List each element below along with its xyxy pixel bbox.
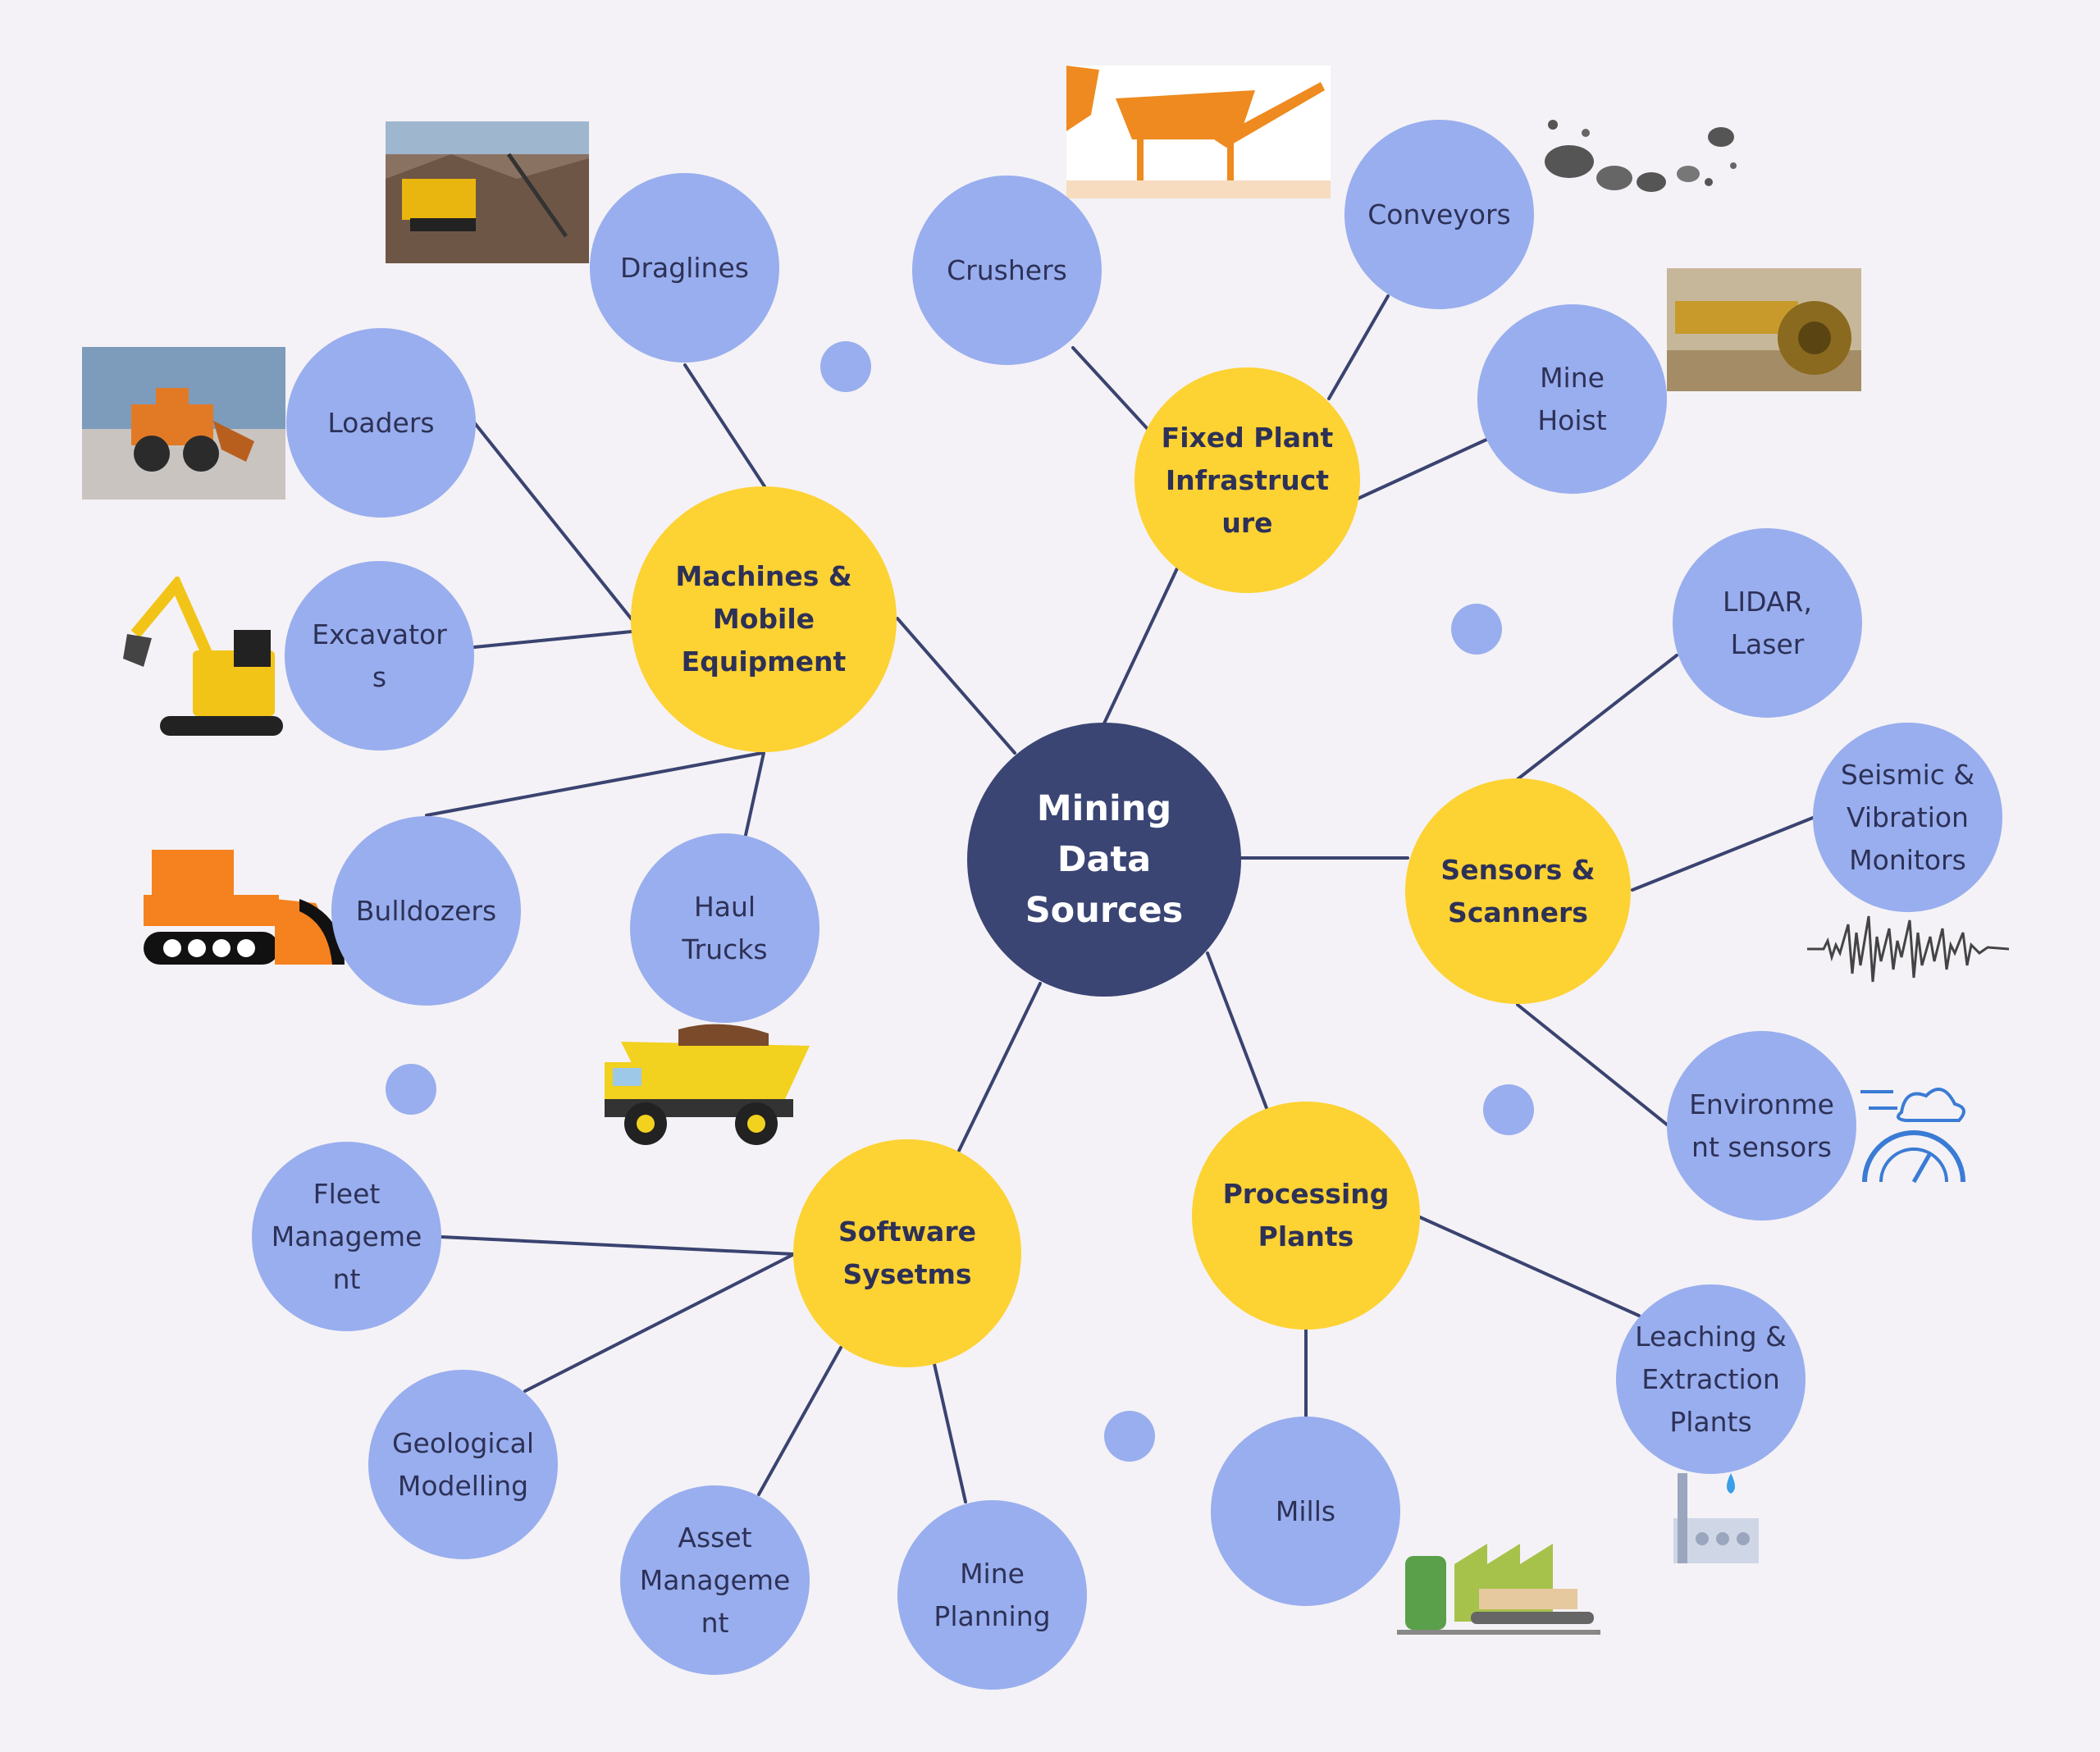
edge-center-machines [896, 617, 1016, 755]
leaf-node-crushers: Crushers [912, 176, 1102, 365]
edge-software-mine-planning [933, 1362, 967, 1503]
category-label: Sensors & Scanners [1440, 853, 1596, 928]
edge-sensors-lidar [1516, 654, 1678, 781]
category-node-sensors: Sensors & Scanners [1405, 778, 1631, 1004]
leaf-label: Seismic & Vibration Monitors [1840, 758, 1975, 876]
leaf-label: Excavator s [312, 618, 447, 693]
bucket-wheel-photo [1667, 268, 1861, 391]
crusher-photo [1066, 66, 1331, 198]
edge-processing-leaching [1418, 1216, 1641, 1317]
leaf-node-environment: Environme nt sensors [1667, 1031, 1856, 1220]
leaf-node-mine-planning: Mine Planning [897, 1500, 1087, 1690]
edge-center-fixed-plant [1102, 567, 1179, 727]
category-label: Fixed Plant Infrastruct ure [1161, 421, 1334, 539]
seismic-waveform-icon [1807, 915, 2009, 983]
leaf-node-mills: Mills [1211, 1417, 1400, 1606]
category-node-software: Software Sysetms [793, 1139, 1021, 1367]
leaf-label: Geological Modelling [391, 1426, 535, 1502]
weather-gauge-icon [1860, 1088, 1965, 1184]
leaf-node-geological: Geological Modelling [368, 1370, 558, 1559]
leaf-label: Conveyors [1367, 198, 1511, 230]
leaf-label: Crushers [947, 253, 1067, 286]
decorative-dot [820, 341, 871, 392]
extraction-plant-icon [1673, 1473, 1759, 1563]
center-node-mining-data-sources: Mining Data Sources [967, 723, 1241, 997]
leaf-node-haul-trucks: Haul Trucks [630, 833, 819, 1023]
dump-truck-icon [605, 1024, 810, 1145]
edge-machines-loaders [472, 421, 633, 621]
category-node-processing: Processing Plants [1192, 1102, 1420, 1330]
leaf-label: LIDAR, Laser [1723, 585, 1812, 660]
edge-software-fleet [440, 1235, 796, 1256]
leaf-label: Mine Planning [934, 1557, 1051, 1632]
leaf-label: Asset Manageme nt [639, 1521, 791, 1639]
center-label: Mining Data Sources [1025, 788, 1184, 931]
leaf-node-draglines: Draglines [590, 173, 779, 363]
edge-sensors-seismic [1631, 816, 1815, 892]
decorative-dot [1483, 1084, 1534, 1135]
dragline-photo [386, 121, 589, 263]
edge-fixed-crushers [1071, 346, 1149, 431]
edge-machines-haul-trucks [744, 751, 765, 837]
edge-fixed-mine-hoist [1356, 438, 1488, 500]
decorative-dot [1104, 1411, 1155, 1462]
decorative-dot [1451, 604, 1502, 655]
factory-icon [1397, 1544, 1600, 1635]
category-node-fixed-plant: Fixed Plant Infrastruct ure [1134, 367, 1360, 593]
leaf-label: Leaching & Extraction Plants [1635, 1320, 1787, 1438]
excavator-icon [123, 577, 283, 736]
leaf-label: Bulldozers [355, 894, 497, 927]
leaf-node-lidar: LIDAR, Laser [1673, 528, 1862, 718]
leaf-node-excavators: Excavator s [285, 561, 474, 751]
edge-machines-draglines [683, 363, 766, 488]
leaf-node-seismic: Seismic & Vibration Monitors [1813, 723, 2002, 912]
leaf-node-conveyors: Conveyors [1344, 120, 1534, 309]
category-label: Software Sysetms [838, 1216, 976, 1290]
leaf-label: Mills [1275, 1494, 1336, 1527]
leaf-label: Haul Trucks [682, 890, 768, 965]
edge-center-processing [1206, 951, 1268, 1110]
leaf-label: Fleet Manageme nt [271, 1177, 422, 1295]
edge-fixed-conveyors [1327, 294, 1390, 400]
leaf-node-bulldozers: Bulldozers [331, 816, 521, 1006]
leaf-node-leaching: Leaching & Extraction Plants [1616, 1284, 1806, 1474]
leaf-node-loaders: Loaders [286, 328, 476, 518]
leaf-label: Mine Hoist [1537, 361, 1607, 436]
edge-machines-bulldozers-a [425, 751, 764, 817]
decorative-dot [386, 1064, 436, 1115]
category-label: Machines & Mobile Equipment [675, 560, 852, 678]
edge-machines-excavators [472, 630, 633, 649]
category-node-machines: Machines & Mobile Equipment [631, 486, 897, 752]
leaf-node-fleet: Fleet Manageme nt [252, 1142, 441, 1331]
edge-software-geological [523, 1252, 796, 1393]
leaf-node-asset: Asset Manageme nt [620, 1485, 810, 1675]
edge-software-asset [757, 1346, 842, 1496]
leaf-label: Loaders [327, 406, 435, 439]
loader-photo [82, 347, 285, 500]
leaf-node-mine-hoist: Mine Hoist [1477, 304, 1667, 494]
edge-sensors-environment [1516, 1003, 1673, 1129]
category-label: Processing Plants [1222, 1178, 1390, 1252]
leaf-label: Environme nt sensors [1689, 1088, 1834, 1163]
rocks-icon [1545, 120, 1737, 192]
edge-center-software [956, 982, 1042, 1154]
leaf-label: Draglines [620, 251, 749, 284]
bulldozer-icon [144, 850, 345, 965]
